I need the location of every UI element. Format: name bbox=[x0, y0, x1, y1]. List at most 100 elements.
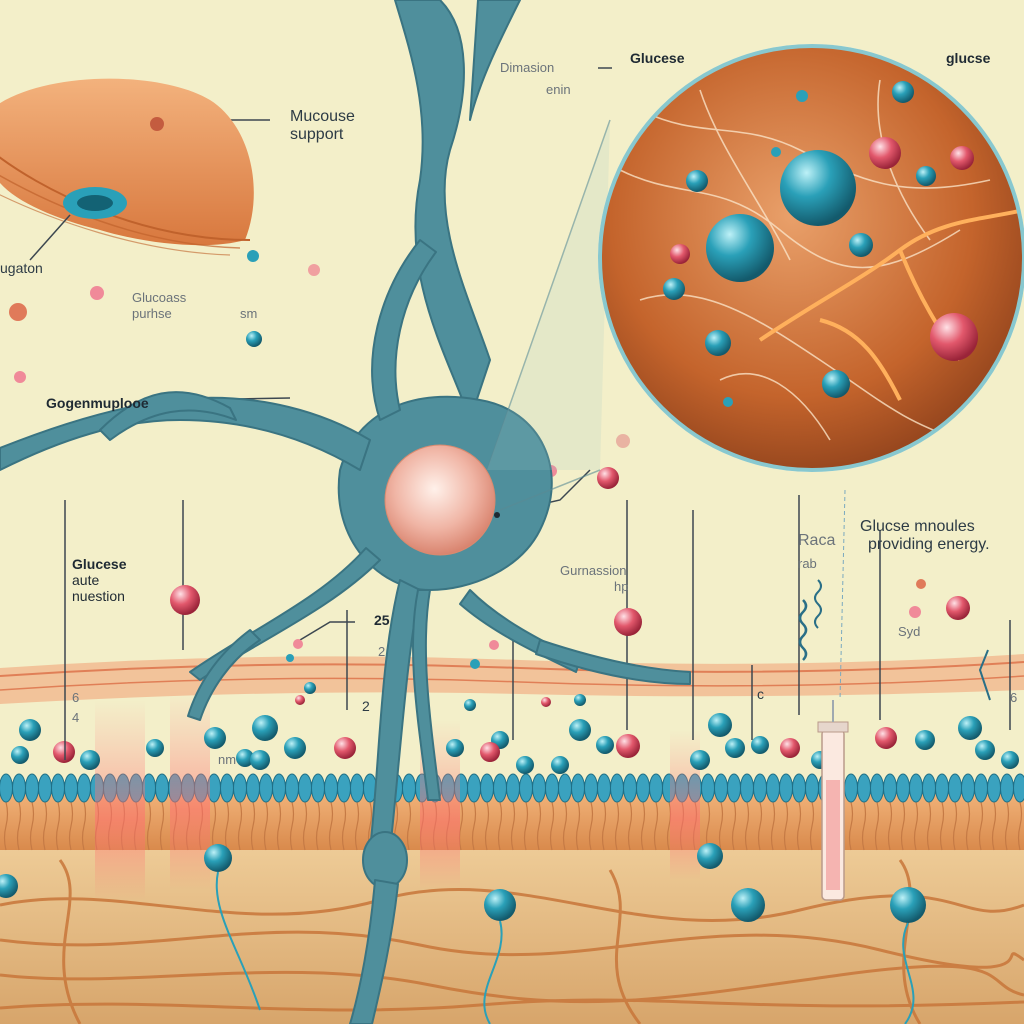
inset-title-right: glucse bbox=[946, 50, 991, 66]
lipid-tail bbox=[770, 801, 776, 851]
teal-molecule bbox=[304, 682, 316, 694]
lipid-tail bbox=[562, 801, 568, 851]
pink-molecule bbox=[295, 695, 305, 705]
lipid-head bbox=[77, 773, 91, 803]
lipid-tail bbox=[315, 801, 321, 851]
lipid-head bbox=[285, 773, 299, 803]
lipid-head bbox=[961, 773, 975, 803]
lipid-tail bbox=[744, 801, 750, 851]
lipid-head bbox=[779, 773, 793, 803]
label-line: enin bbox=[546, 82, 571, 97]
label-ugaton: ugaton bbox=[0, 260, 43, 276]
lipid-head bbox=[12, 773, 26, 803]
lipid-head bbox=[233, 773, 247, 803]
teal-molecule bbox=[446, 739, 464, 757]
lipid-head bbox=[883, 773, 897, 803]
lipid-tail bbox=[497, 801, 503, 851]
lipid-tail bbox=[484, 801, 490, 851]
label-line: nuestion bbox=[72, 588, 125, 604]
teal-molecule bbox=[725, 738, 745, 758]
lipid-tail bbox=[588, 801, 594, 851]
teal-molecule bbox=[1001, 751, 1019, 769]
lipid-tail bbox=[718, 801, 724, 851]
lipid-head bbox=[51, 773, 65, 803]
teal-molecule bbox=[250, 750, 270, 770]
lipid-tail bbox=[406, 801, 412, 851]
teal-molecule bbox=[574, 694, 586, 706]
label-raca: Raca bbox=[798, 532, 836, 549]
teal-molecule bbox=[975, 740, 995, 760]
lipid-head bbox=[545, 773, 559, 803]
label-rab: rab bbox=[798, 556, 817, 571]
label-6: 6 bbox=[72, 690, 80, 705]
lipid-head bbox=[909, 773, 923, 803]
lipid-tail bbox=[289, 801, 295, 851]
label-2-low: 2 bbox=[362, 698, 370, 714]
lipid-tail bbox=[900, 801, 906, 851]
label-syd: Syd bbox=[898, 624, 921, 639]
lipid-tail bbox=[978, 801, 984, 851]
teal-molecule bbox=[708, 713, 732, 737]
lipid-tail bbox=[640, 801, 646, 851]
label-line: purhse bbox=[132, 306, 172, 321]
lipid-tail bbox=[16, 801, 22, 851]
tissue-molecules bbox=[0, 843, 926, 1024]
lipid-head bbox=[38, 773, 52, 803]
lipid-tail bbox=[55, 801, 61, 851]
lipid-head bbox=[792, 773, 806, 803]
teal-molecule bbox=[516, 756, 534, 774]
teal-molecule bbox=[569, 719, 591, 741]
lipid-tail bbox=[783, 801, 789, 851]
teal-molecule bbox=[596, 736, 614, 754]
teal-molecule bbox=[958, 716, 982, 740]
lipid-tail bbox=[523, 801, 529, 851]
inset-title-left: Glucese bbox=[630, 50, 685, 66]
lipid-head bbox=[311, 773, 325, 803]
lipid-tail bbox=[250, 801, 256, 851]
lipid-tail bbox=[887, 801, 893, 851]
lipid-head bbox=[64, 773, 78, 803]
lipid-head bbox=[701, 773, 715, 803]
teal-molecule bbox=[11, 746, 29, 764]
teal-molecule bbox=[690, 750, 710, 770]
label-line: Glucoass bbox=[132, 290, 187, 305]
lipid-tail bbox=[796, 801, 802, 851]
lipid-head bbox=[1000, 773, 1014, 803]
lipid-head bbox=[519, 773, 533, 803]
lipid-tail bbox=[263, 801, 269, 851]
lipid-head bbox=[220, 773, 234, 803]
teal-molecule bbox=[915, 730, 935, 750]
label-line: aute bbox=[72, 572, 100, 588]
lipid-tail bbox=[1017, 801, 1023, 851]
lipid-tail bbox=[302, 801, 308, 851]
lipid-tail bbox=[68, 801, 74, 851]
lipid-head bbox=[727, 773, 741, 803]
lipid-head bbox=[948, 773, 962, 803]
lipid-tail bbox=[42, 801, 48, 851]
lipid-head bbox=[857, 773, 871, 803]
lipid-head bbox=[480, 773, 494, 803]
lipid-head bbox=[766, 773, 780, 803]
lipid-tail bbox=[536, 801, 542, 851]
teal-molecule bbox=[751, 736, 769, 754]
mucous-disc bbox=[0, 78, 254, 261]
teal-molecule bbox=[284, 737, 306, 759]
lipid-head bbox=[623, 773, 637, 803]
teal-molecule bbox=[252, 715, 278, 741]
label-line: providing energy. bbox=[868, 536, 990, 553]
lipid-tail bbox=[211, 801, 217, 851]
lipid-tail bbox=[1004, 801, 1010, 851]
label-glucoass-purhse: Glucoass purhse bbox=[132, 290, 186, 322]
lipid-head bbox=[402, 773, 416, 803]
lipid-head bbox=[324, 773, 338, 803]
tissue-layer bbox=[0, 830, 1024, 1024]
lipid-head bbox=[714, 773, 728, 803]
lipid-tail bbox=[939, 801, 945, 851]
lipid-head bbox=[844, 773, 858, 803]
lipid-tail bbox=[731, 801, 737, 851]
lipid-head bbox=[337, 773, 351, 803]
lipid-tail bbox=[991, 801, 997, 851]
lipid-head bbox=[272, 773, 286, 803]
pink-molecule bbox=[541, 697, 551, 707]
lipid-tail bbox=[965, 801, 971, 851]
